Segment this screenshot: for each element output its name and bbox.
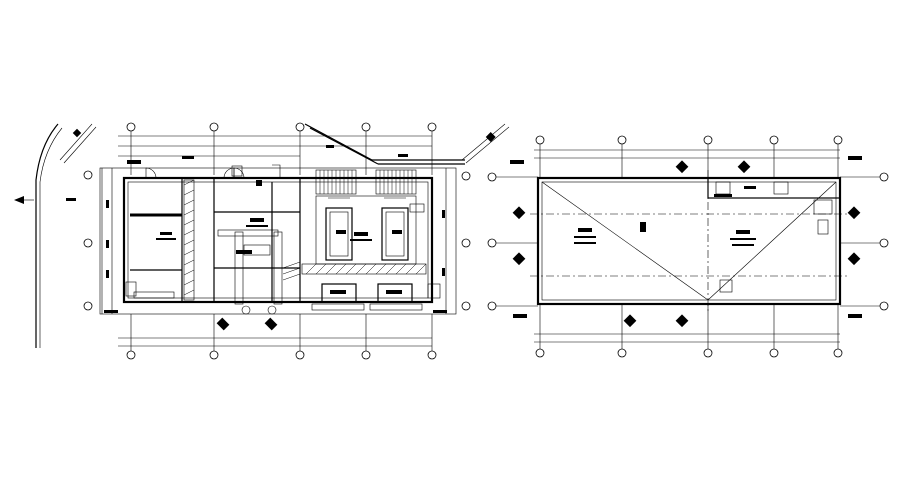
grid-lines-right — [530, 170, 848, 312]
bottom-dimension-lines-right — [534, 304, 843, 358]
hatched-wall-band — [183, 179, 195, 301]
room-tags-left — [127, 156, 372, 254]
grating-top — [315, 169, 417, 195]
roof-diagonals — [541, 181, 837, 301]
site-boundary-curve-inner — [39, 127, 63, 348]
road-diagonal-left — [304, 123, 465, 165]
bottom-dimension-lines-left — [118, 314, 437, 360]
left-floor-plan — [14, 122, 510, 360]
hatched-band-bottom — [301, 263, 427, 275]
duct-runs — [217, 229, 301, 305]
north-arrow-left — [14, 196, 34, 204]
top-axis-bubbles-left — [126, 122, 437, 132]
room-tags-right — [574, 194, 756, 293]
equipment-bays — [315, 195, 417, 265]
building-inner-outline-right — [541, 181, 837, 301]
site-frame-left — [99, 167, 457, 315]
room-top-right — [707, 177, 841, 235]
building-outline-left — [122, 176, 434, 304]
road-diagonal-right — [461, 123, 510, 164]
right-floor-plan — [487, 135, 889, 358]
door-swings-top — [145, 164, 281, 179]
side-axis-bubbles-right — [487, 172, 889, 318]
top-dimension-lines-right — [510, 135, 862, 178]
site-boundary-curve — [35, 123, 59, 348]
top-axis-lines-left — [130, 131, 433, 175]
level-marker — [66, 198, 76, 201]
building-inner-outline-left — [127, 181, 429, 299]
left-side-dimensions — [83, 168, 118, 314]
right-side-dimensions-left-plan — [433, 168, 471, 314]
top-dimension-lines-left — [118, 135, 432, 157]
tanks-bottom — [311, 283, 423, 311]
interior-walls-left — [130, 178, 301, 302]
fixtures-left — [125, 165, 441, 315]
entry-path-left — [59, 123, 97, 164]
building-outline-right — [536, 176, 842, 306]
